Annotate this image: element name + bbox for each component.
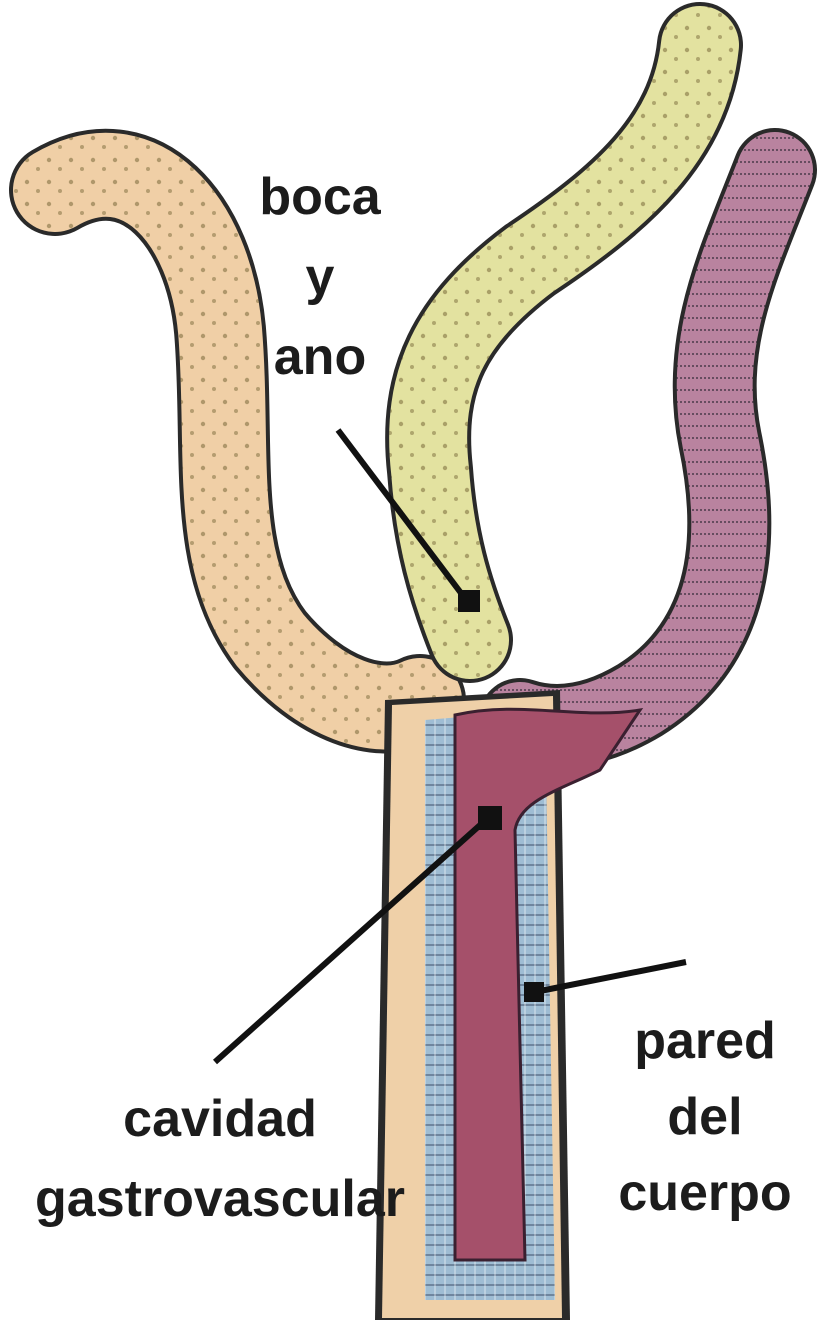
body-wall-label: pared del cuerpo [600,1012,810,1222]
mouth-label: boca y ano [232,168,408,386]
mouth-label-line3: ano [232,328,408,386]
body-wall-label-line2: del [600,1088,810,1146]
mouth-pointer-marker [458,590,480,612]
cavity-pointer-marker [478,806,502,830]
cavity-label-line2: gastrovascular [0,1170,440,1228]
cavity-label-line1: cavidad [0,1090,440,1148]
cavity-label: cavidad gastrovascular [0,1090,440,1228]
wall-pointer-marker [524,982,544,1002]
mouth-label-line2: y [232,248,408,306]
body-wall-label-line1: pared [600,1012,810,1070]
mouth-label-line1: boca [232,168,408,226]
middle-tentacle [428,45,700,640]
body-wall-label-line3: cuerpo [600,1164,810,1222]
